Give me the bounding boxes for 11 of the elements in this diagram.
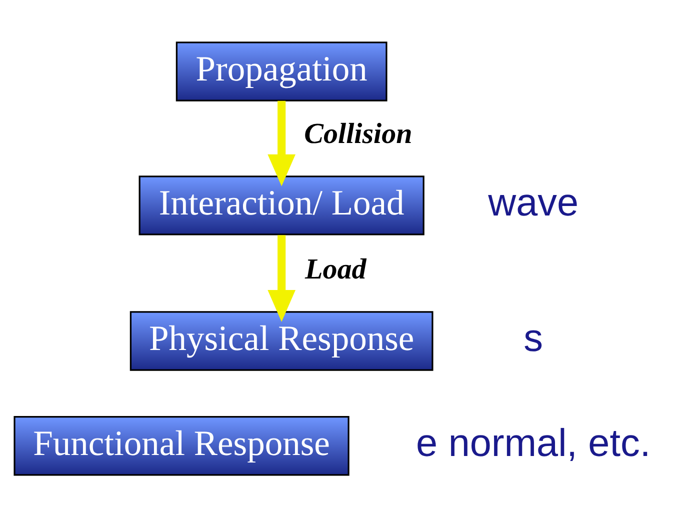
node-box: Physical Response bbox=[130, 310, 434, 370]
node-box: Functional Response bbox=[14, 416, 350, 476]
arrow bbox=[268, 100, 296, 186]
edge-label: Load bbox=[304, 253, 366, 286]
node-box: Interaction/ Load bbox=[138, 175, 424, 235]
label: s bbox=[524, 316, 543, 360]
label: wave bbox=[488, 180, 579, 224]
node-box: Propagation bbox=[176, 41, 388, 101]
label: e normal, etc. bbox=[416, 421, 651, 464]
arrow bbox=[268, 234, 296, 322]
edge-label: Collision bbox=[304, 118, 412, 150]
